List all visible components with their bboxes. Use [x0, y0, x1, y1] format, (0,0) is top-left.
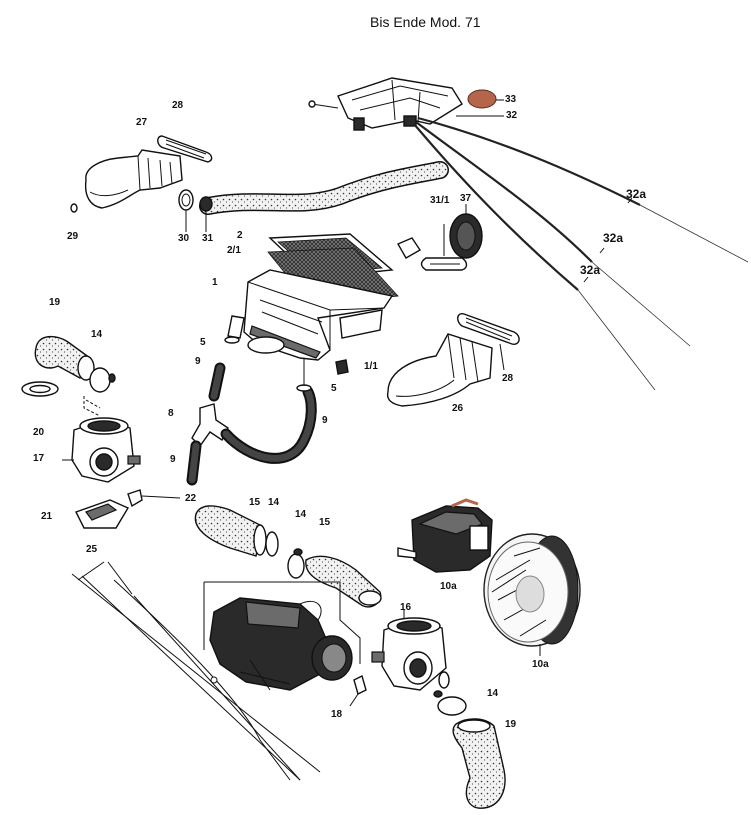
label-part-5-bottom: 5	[331, 383, 337, 394]
label-part-15-left: 15	[249, 497, 261, 508]
label-part-19-top: 19	[49, 297, 61, 308]
blower-fan-wheel	[483, 533, 581, 647]
clamp-ring	[178, 189, 194, 211]
label-part-14-left: 14	[268, 497, 280, 508]
label-part-32a-middle: 32a	[603, 231, 624, 245]
hose-clamp-left-top	[89, 367, 111, 393]
label-part-19-bottom: 19	[505, 719, 517, 730]
label-part-17: 17	[33, 453, 45, 464]
label-part-1-1: 1/1	[364, 361, 378, 372]
label-part-14-top: 14	[91, 329, 103, 340]
hose-clamp-left	[265, 531, 279, 557]
label-part-32a-lower: 32a	[580, 263, 601, 277]
label-part-25: 25	[86, 544, 98, 555]
label-part-1: 1	[212, 277, 218, 288]
label-part-22: 22	[185, 493, 197, 504]
label-part-28-right: 28	[502, 373, 514, 384]
foam-hose-left	[194, 505, 263, 557]
label-part-32a-upper: 32a	[626, 187, 647, 201]
vent-slot-cover	[420, 257, 468, 271]
elbow-hose-left	[34, 335, 95, 381]
heat-exchanger-valve-left	[62, 417, 141, 483]
label-part-29: 29	[67, 231, 79, 242]
label-part-2-1: 2/1	[227, 245, 241, 256]
label-part-14-right: 14	[487, 688, 499, 699]
air-duct-left	[84, 149, 183, 209]
label-part-26: 26	[452, 403, 464, 414]
spring-clip	[127, 489, 181, 508]
label-part-5-top: 5	[200, 337, 206, 348]
label-part-2: 2	[237, 230, 243, 241]
label-part-33: 33	[505, 94, 517, 105]
air-duct-right	[386, 333, 493, 407]
diagram-title: Bis Ende Mod. 71	[370, 14, 481, 30]
label-part-20: 20	[33, 427, 45, 438]
heater-blower-unit	[209, 597, 353, 691]
heat-exchanger-valve-right	[371, 617, 450, 691]
control-knob	[467, 89, 497, 109]
blower-motor	[397, 498, 493, 573]
label-part-14-middle: 14	[295, 509, 307, 520]
label-part-9-top: 9	[195, 356, 201, 367]
label-part-10a-motor: 10a	[440, 581, 457, 592]
label-part-18: 18	[331, 709, 343, 720]
label-part-16: 16	[400, 602, 412, 613]
t-connector	[191, 403, 229, 448]
valve-base-plate	[75, 499, 130, 529]
heater-control-lever-assembly	[308, 77, 463, 131]
label-part-31: 31	[202, 233, 214, 244]
small-clip	[335, 359, 349, 375]
adapter-top	[227, 315, 245, 339]
label-part-31-1: 31/1	[430, 195, 450, 206]
heater-box-housing	[243, 269, 394, 361]
cable-clip	[349, 674, 367, 707]
control-cables	[413, 116, 749, 391]
label-part-9-middle: 9	[322, 415, 328, 426]
label-part-30: 30	[178, 233, 190, 244]
label-part-32: 32	[506, 110, 518, 121]
vent-grille-right	[457, 313, 520, 345]
grommet-small	[70, 203, 78, 213]
hose-clamp-middle	[287, 553, 305, 579]
label-part-10a-fan: 10a	[532, 659, 549, 670]
label-part-9-bottom: 9	[170, 454, 176, 465]
label-part-27: 27	[136, 117, 148, 128]
vent-grille-top	[157, 135, 213, 163]
hose-clamp-right	[437, 696, 467, 716]
label-part-37: 37	[460, 193, 472, 204]
bracket-clip	[397, 237, 421, 259]
label-part-21: 21	[41, 511, 53, 522]
hose-clip	[199, 196, 213, 212]
elbow-hose-right	[452, 718, 506, 809]
rubber-grommet	[449, 204, 483, 259]
label-part-8: 8	[168, 408, 174, 419]
control-rods	[71, 561, 321, 781]
label-part-15-middle: 15	[319, 517, 331, 528]
label-part-28-top: 28	[172, 100, 184, 111]
